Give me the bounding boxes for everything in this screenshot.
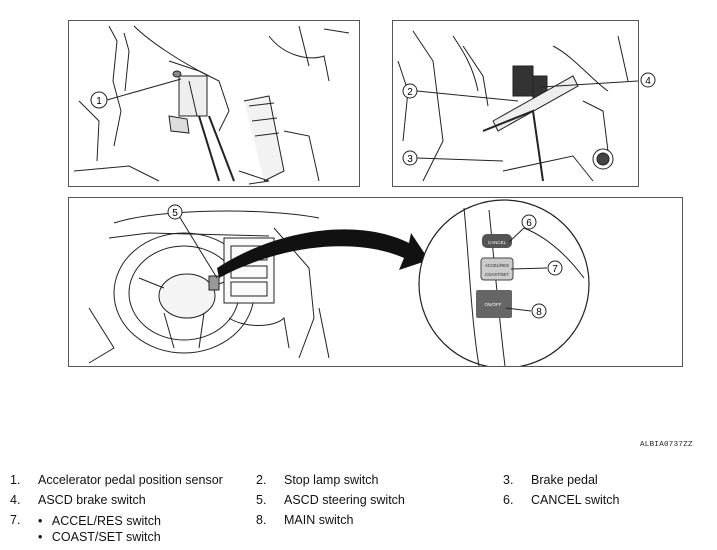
legend-text: MAIN switch [284, 513, 354, 527]
legend-num: 1. [10, 473, 21, 487]
callout-number-7: 7 [552, 264, 558, 275]
callout-circle-8 [531, 303, 547, 319]
bullet: • [38, 514, 43, 528]
coast-set-label: COAST/SET [485, 272, 509, 277]
legend-num: 3. [503, 473, 514, 487]
arrow-graphic [217, 229, 429, 278]
legend-num: 6. [503, 493, 514, 507]
callout-circle-5 [167, 204, 183, 220]
callout-circle-1 [90, 91, 108, 109]
callout-circle-3 [402, 150, 418, 166]
callout-circle-2 [402, 83, 418, 99]
legend-text: ASCD brake switch [38, 493, 146, 507]
accel-res-label: ACCEL/RES [485, 263, 509, 268]
cancel-switch-label: CANCEL [488, 240, 507, 245]
callout-number-4: 4 [645, 76, 651, 87]
legend-text: CANCEL switch [531, 493, 620, 507]
figure-reference-code: ALBIA0737ZZ [640, 441, 693, 449]
switch-closeup: CANCEL ACCEL/RES COAST/SET ON/OFF [418, 199, 590, 366]
legend-text: Stop lamp switch [284, 473, 379, 487]
on-off-label: ON/OFF [485, 302, 502, 307]
callout-number-3: 3 [407, 154, 413, 165]
legend-text: ASCD steering switch [284, 493, 405, 507]
legend-item-7-bullet-2: • COAST/SET switch [38, 530, 161, 544]
legend-text: Brake pedal [531, 473, 598, 487]
legend-num: 7. [10, 513, 21, 527]
legend-num: 8. [256, 513, 267, 527]
cancel-switch-graphic [482, 234, 512, 248]
callout-number-6: 6 [526, 218, 532, 229]
callout-number-2: 2 [407, 87, 413, 98]
callout-circle-6 [521, 214, 537, 230]
callout-number-1: 1 [96, 96, 102, 107]
main-switch-graphic [476, 290, 512, 318]
figure-panel-accelerator-pedal: 1 [68, 20, 360, 187]
bullet: • [38, 530, 43, 544]
legend-num: 4. [10, 493, 21, 507]
callout-4: 4 [640, 72, 656, 88]
figure-panel-steering-switch: CANCEL ACCEL/RES COAST/SET ON/OFF 5 6 7 … [68, 197, 683, 367]
callout-number-5: 5 [172, 208, 178, 219]
figure-panel-brake-pedal: 2 3 [392, 20, 639, 187]
legend-num: 5. [256, 493, 267, 507]
legend-text: COAST/SET switch [51, 530, 161, 544]
brake-pedal-drawing: 2 3 [397, 30, 638, 182]
steering-switch-drawing: CANCEL ACCEL/RES COAST/SET ON/OFF 5 6 7 … [88, 199, 590, 366]
legend-num: 2. [256, 473, 267, 487]
legend-text: Accelerator pedal position sensor [38, 473, 223, 487]
accelerator-pedal-drawing: 1 [73, 25, 350, 185]
callout-number-8: 8 [536, 307, 542, 318]
legend-item-7-bullet-1: • ACCEL/RES switch [38, 514, 161, 528]
legend-text: ACCEL/RES switch [51, 514, 161, 528]
callout-circle-7 [547, 260, 563, 276]
